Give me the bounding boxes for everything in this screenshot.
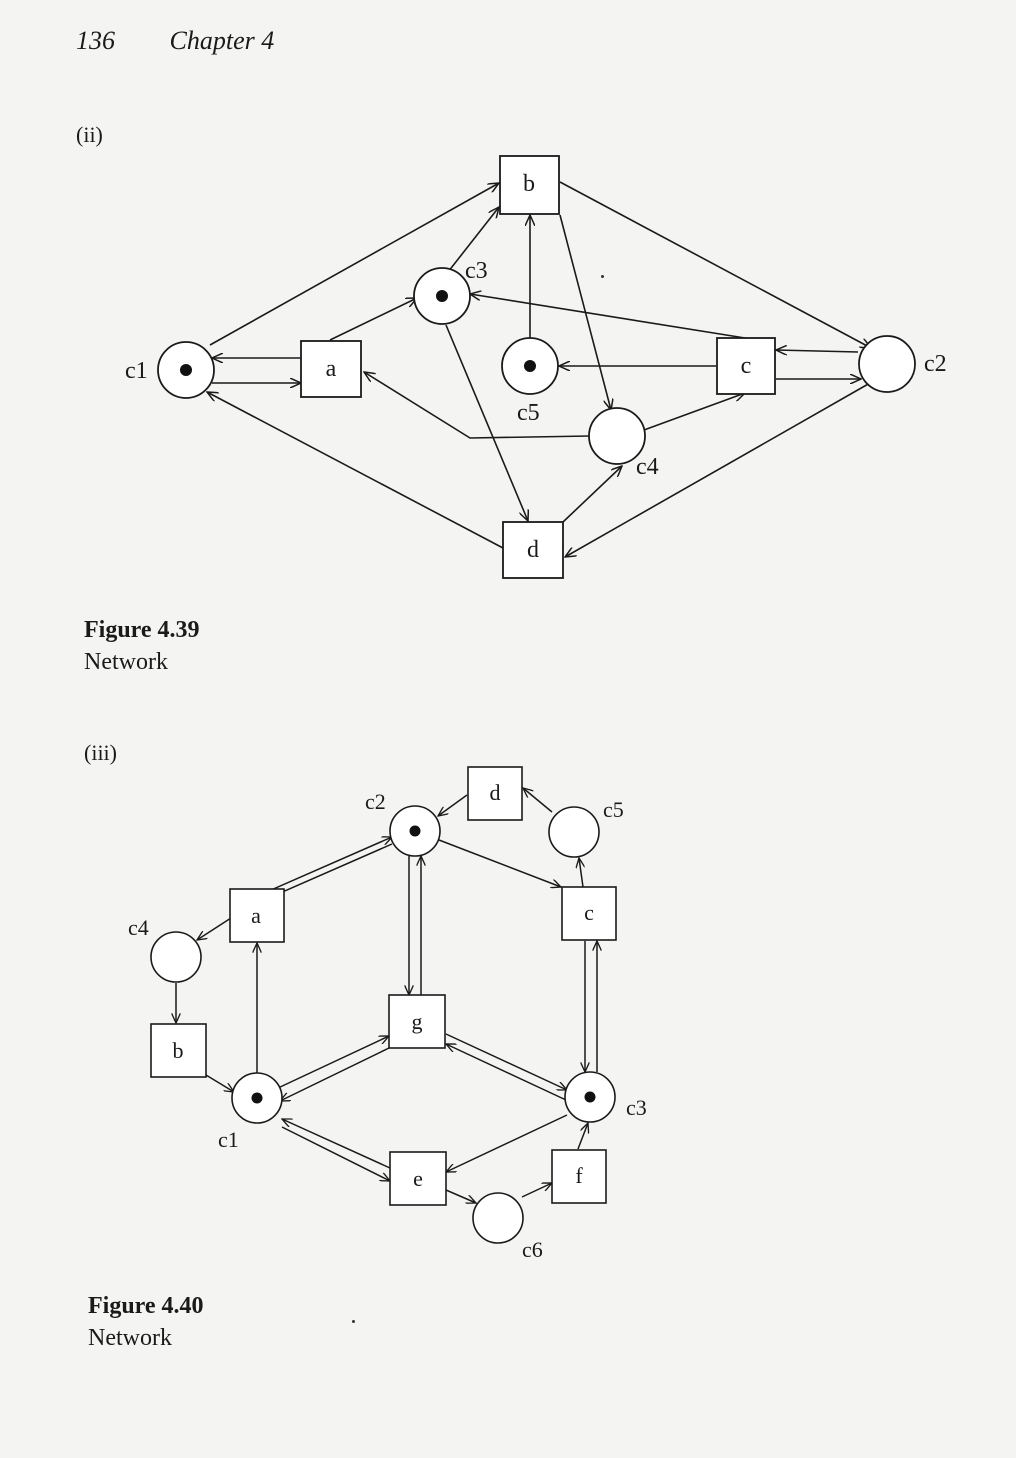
arc-a-c4 <box>197 917 232 940</box>
arc-c1-g <box>277 1036 389 1089</box>
page-number: 136 <box>76 26 115 55</box>
label-c: c <box>584 900 594 925</box>
label-f: f <box>575 1163 583 1188</box>
label-c2: c2 <box>924 351 947 377</box>
label-c1: c1 <box>125 358 148 384</box>
place-c4 <box>150 931 202 983</box>
token-c5 <box>524 360 536 372</box>
label-e: e <box>413 1166 423 1191</box>
arc-c6-f <box>521 1183 552 1198</box>
label-g: g <box>412 1009 423 1034</box>
place-c4 <box>588 407 646 465</box>
arc-g-c1 <box>280 1047 390 1101</box>
arc-e-c6 <box>445 1189 476 1203</box>
label-c5: c5 <box>603 797 624 822</box>
transition-b <box>150 1023 207 1078</box>
place-c2 <box>858 335 916 393</box>
token-c2 <box>409 825 421 837</box>
transition-d <box>502 521 564 579</box>
label-c4: c4 <box>636 454 659 480</box>
arc-a-c2 <box>270 837 392 891</box>
transition-d <box>467 766 523 821</box>
token-c1 <box>251 1092 263 1104</box>
figure-4-39-diagram: a b c d c1 c2 c3 c4 c5 <box>125 155 947 579</box>
place-c5 <box>548 806 600 858</box>
label-c5: c5 <box>517 400 540 426</box>
arc-c3-e <box>446 1114 568 1172</box>
transition-g <box>388 994 446 1049</box>
figure-4-39-part-label: (ii) <box>76 122 103 147</box>
arc-d-c2 <box>438 794 468 816</box>
label-c3: c3 <box>465 258 488 284</box>
transition-a <box>300 340 362 398</box>
figure-4-40-caption: Figure 4.40 Network <box>88 1290 204 1354</box>
label-c1: c1 <box>218 1127 239 1152</box>
transition-b <box>499 155 560 215</box>
transition-f <box>551 1149 607 1204</box>
transition-a <box>229 888 285 943</box>
label-a: a <box>251 903 261 928</box>
label-c2: c2 <box>365 789 386 814</box>
arc-c4-a <box>364 372 591 439</box>
arc-d-c4 <box>562 466 622 523</box>
arc-a-c3 <box>329 298 417 341</box>
arc-c4-c <box>643 393 745 431</box>
label-c: c <box>741 353 752 379</box>
figure-4-39-title: Network <box>84 649 168 675</box>
arc-c-c3 <box>470 294 746 339</box>
figure-4-39-caption: Figure 4.39 Network <box>84 614 200 678</box>
label-b: b <box>173 1038 184 1063</box>
label-a: a <box>326 356 337 382</box>
token-c3 <box>436 290 448 302</box>
label-c6: c6 <box>522 1237 543 1262</box>
print-speck <box>352 1320 355 1323</box>
arc-c3-b <box>447 207 499 273</box>
arc-c5-d <box>523 788 553 813</box>
arc-f-c3 <box>577 1123 588 1150</box>
label-d: d <box>527 537 539 563</box>
arc-c2-a <box>271 843 393 897</box>
arc-c3-d <box>445 324 528 521</box>
figure-4-40-part-label: (iii) <box>84 740 117 765</box>
transition-c <box>716 337 776 395</box>
arc-c1-e <box>281 1126 390 1181</box>
arc-c2-d <box>565 382 871 557</box>
arc-d-c1 <box>207 392 504 549</box>
label-c3: c3 <box>626 1095 647 1120</box>
token-c3 <box>584 1091 596 1103</box>
chapter-title: Chapter 4 <box>169 26 275 55</box>
token-c1 <box>180 364 192 376</box>
arc-c2-c <box>438 839 561 887</box>
running-head: 136 Chapter 4 <box>76 26 274 56</box>
figure-4-40-number: Figure 4.40 <box>88 1293 204 1319</box>
arc-c2-c <box>776 350 859 352</box>
label-c4: c4 <box>128 915 149 940</box>
arc-c-c5 <box>579 858 583 888</box>
transition-c <box>561 886 617 941</box>
arc-e-c1 <box>282 1118 391 1169</box>
arc-c3-g <box>446 1044 567 1101</box>
label-d: d <box>490 780 501 805</box>
transition-e <box>389 1151 447 1206</box>
label-b: b <box>523 171 535 197</box>
arc-g-c3 <box>445 1033 567 1090</box>
arc-c1-b <box>209 183 499 346</box>
arc-b-c1 <box>205 1074 234 1092</box>
figure-4-40-title: Network <box>88 1325 172 1351</box>
place-c6 <box>472 1192 524 1244</box>
print-speck <box>601 275 604 278</box>
figure-4-39-number: Figure 4.39 <box>84 617 200 643</box>
arc-b-c2 <box>559 181 871 348</box>
figure-4-40-diagram: a b c d e f g c1 c2 c3 c4 c5 c6 <box>128 766 647 1262</box>
